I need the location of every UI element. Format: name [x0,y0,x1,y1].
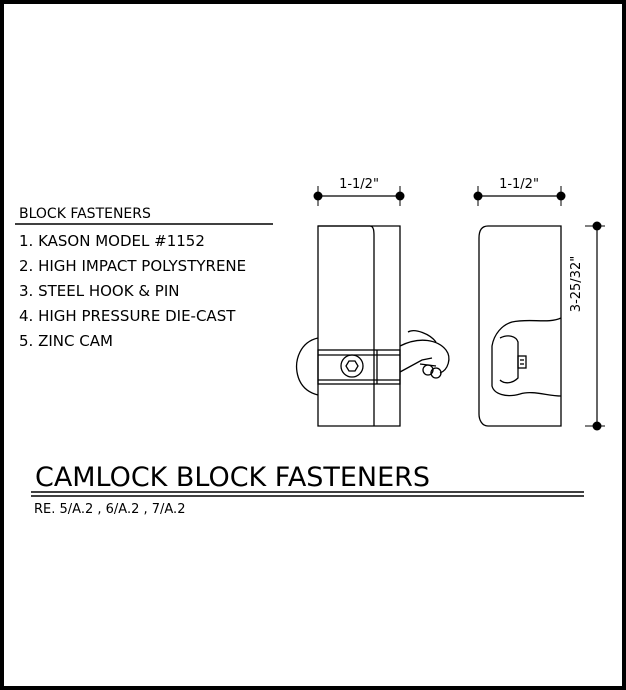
front-width-label: 1-1/2" [499,177,539,192]
notes-item-2: 2. HIGH IMPACT POLYSTYRENE [19,257,246,275]
reference-text: RE. 5/A.2 , 6/A.2 , 7/A.2 [34,502,185,517]
side-width-label: 1-1/2" [339,177,379,192]
notes-block: BLOCK FASTENERS 1. KASON MODEL #1152 2. … [15,206,273,350]
side-view [295,225,450,427]
front-view [478,225,562,427]
notes-heading: BLOCK FASTENERS [19,206,151,222]
front-width-dimension: 1-1/2" [473,177,566,206]
height-dimension: 3-25/32" [569,221,605,431]
side-width-dimension: 1-1/2" [313,177,405,206]
notes-item-3: 3. STEEL HOOK & PIN [19,282,180,300]
title-block: CAMLOCK BLOCK FASTENERS RE. 5/A.2 , 6/A.… [31,462,584,517]
notes-item-1: 1. KASON MODEL #1152 [19,232,205,250]
notes-item-5: 5. ZINC CAM [19,332,113,350]
drawing-title: CAMLOCK BLOCK FASTENERS [35,462,430,493]
height-label: 3-25/32" [569,256,584,312]
notes-item-4: 4. HIGH PRESSURE DIE-CAST [19,307,236,325]
